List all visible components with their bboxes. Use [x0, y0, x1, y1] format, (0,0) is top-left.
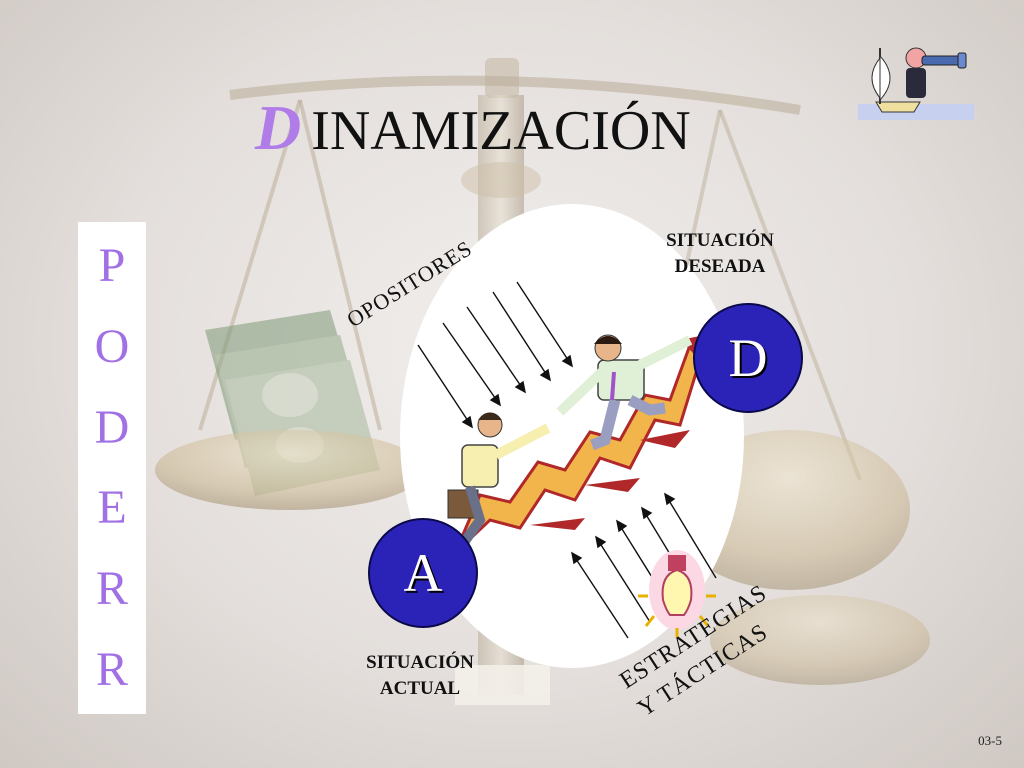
desired-state-marker: D [693, 303, 803, 413]
opponent-arrows [417, 281, 573, 429]
side-letter: R [95, 642, 128, 696]
climbing-businessmen-icon [447, 334, 693, 551]
title-rest: INAMIZACIÓN [311, 100, 691, 162]
desired-state-line2: DESEADA [674, 255, 766, 277]
side-letter: E [97, 481, 127, 535]
spyglass-sailor-icon [858, 47, 974, 120]
side-letter: D [94, 400, 130, 454]
side-letter: R [95, 561, 128, 615]
current-state-label: SITUACIÓN ACTUAL [340, 650, 500, 701]
lightbulb-icon [638, 550, 716, 638]
desired-state-line1: SITUACIÓN [666, 230, 774, 251]
slide-number: 03-5 [978, 733, 1002, 748]
current-state-line1: SITUACIÓN [366, 652, 474, 673]
side-letter: P [98, 239, 126, 293]
current-state-marker: A [368, 518, 478, 628]
side-letter: O [94, 319, 130, 373]
desired-state-label: SITUACIÓN DESEADA [650, 228, 790, 279]
current-state-line2: ACTUAL [379, 677, 461, 699]
title-initial: D [255, 92, 302, 163]
side-word-panel: P O D E R R [78, 222, 146, 714]
